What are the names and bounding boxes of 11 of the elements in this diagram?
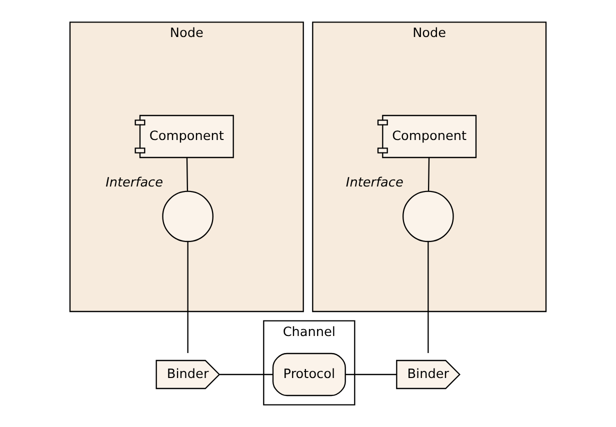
node-circle [162,190,214,242]
connector [345,374,396,376]
node-label: Interface [346,175,404,190]
connector [428,242,429,354]
node-circle [402,190,454,242]
connector [428,158,430,192]
connector [220,374,273,376]
node-box: Protocol [272,352,346,396]
connector [186,158,188,192]
node-label: Interface [106,175,164,190]
connector [187,242,188,354]
